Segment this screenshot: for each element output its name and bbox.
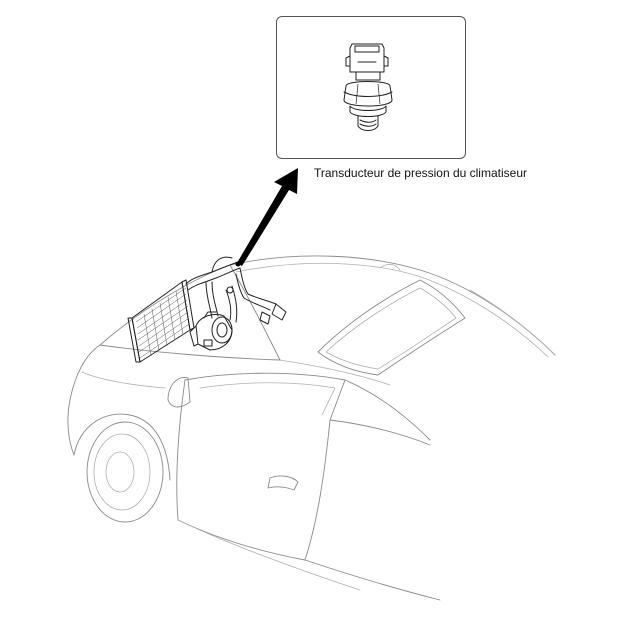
ac-compressor (189, 311, 233, 351)
sunroof (317, 279, 466, 376)
sensor-caption: Transducteur de pression du climatiseur (314, 166, 527, 180)
pressure-transducer-icon (343, 43, 393, 131)
car-body (67, 255, 556, 601)
refrigerant-lines (185, 256, 287, 325)
condenser (127, 279, 195, 363)
ac-system (127, 256, 287, 363)
callout-arrow-icon (237, 168, 298, 266)
sensor-inset-frame (276, 16, 466, 159)
front-wheel (86, 421, 164, 523)
